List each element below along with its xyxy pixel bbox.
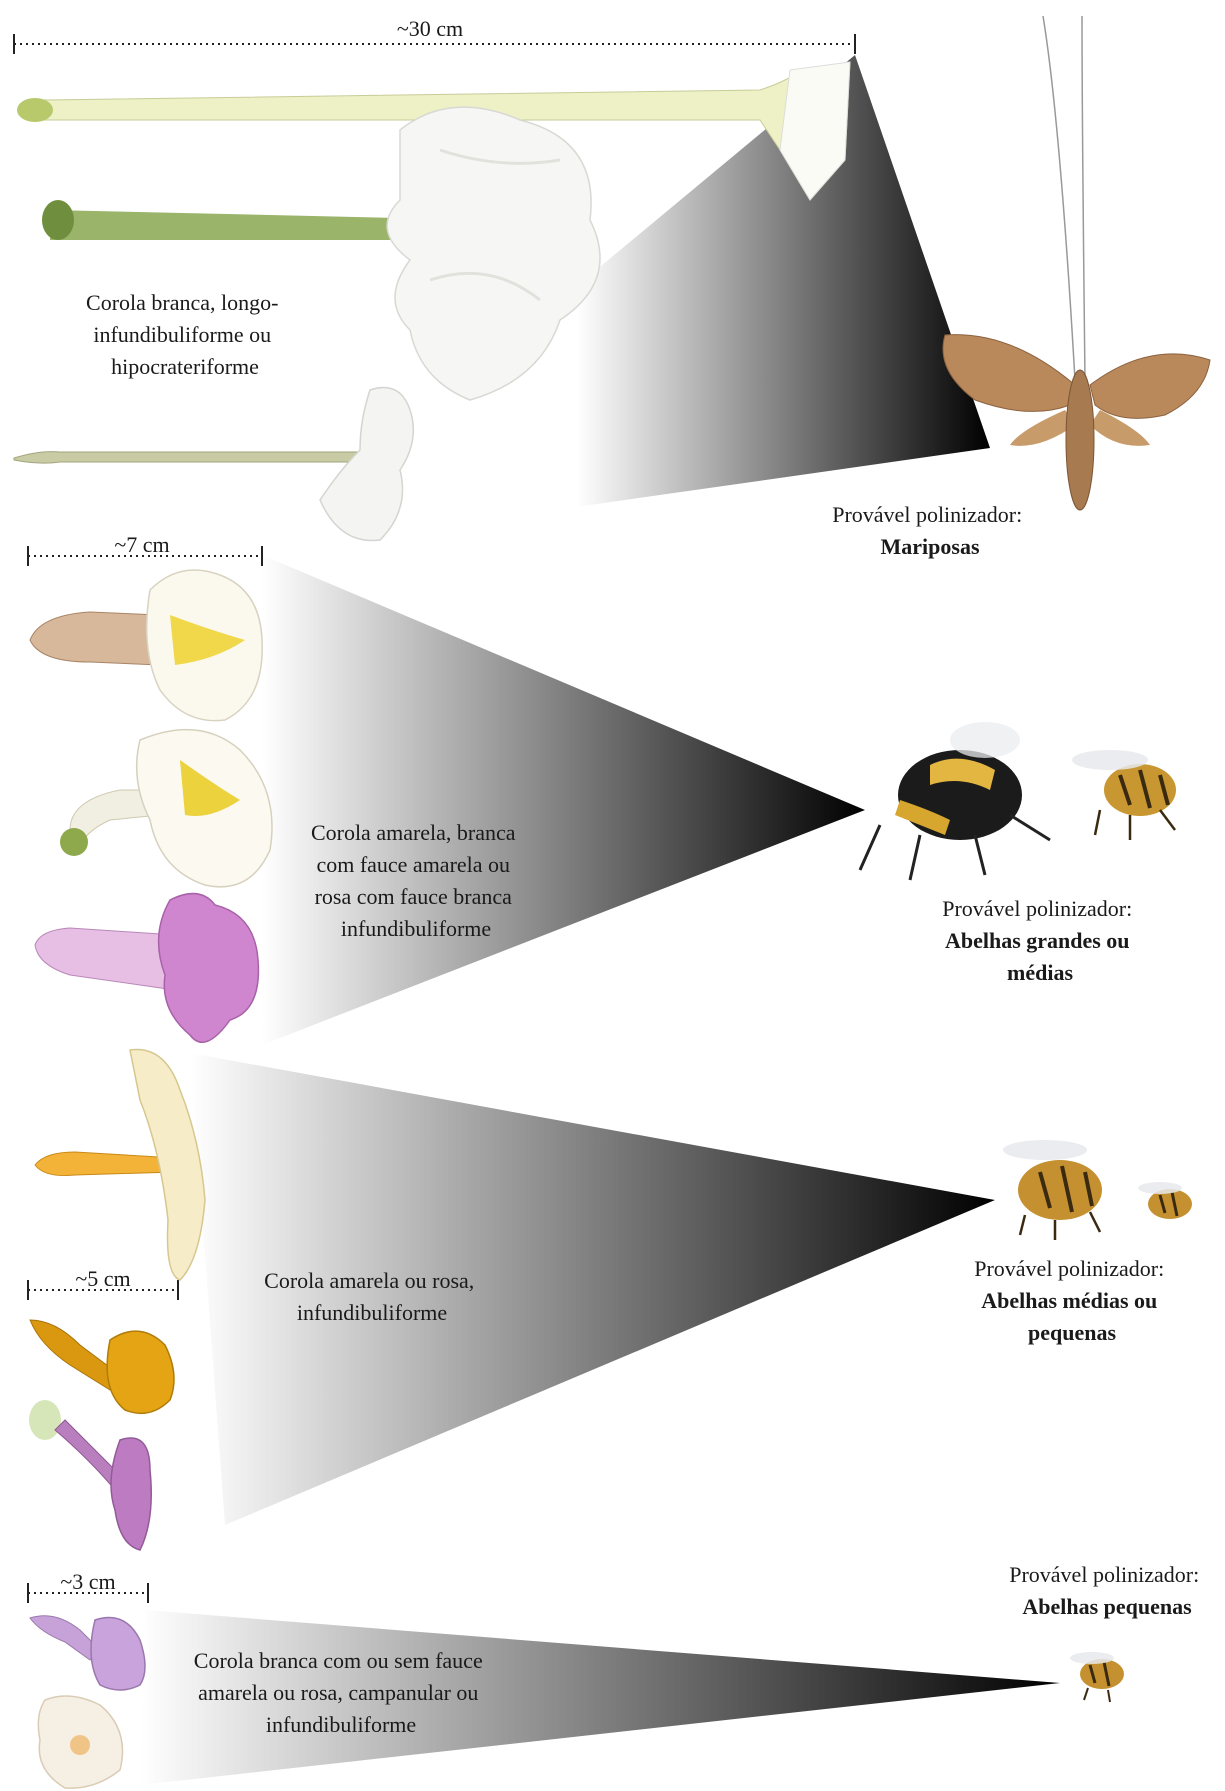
flower-yellow-throat-icon (30, 570, 262, 721)
bee-icon (1072, 750, 1176, 840)
row-2: ~7 cm Corola amarela, branca com fauce a… (28, 532, 1176, 1045)
small-bee-icon (1070, 1652, 1124, 1702)
flower-white-bell-icon (38, 1696, 122, 1788)
scale-bar: ~30 cm (14, 16, 855, 54)
scale-label: ~7 cm (114, 532, 169, 557)
pollinator-caption: Provável polinizador: Abelhas médias ou … (974, 1256, 1170, 1345)
scale-bar: ~3 cm (28, 1569, 148, 1603)
gradient-wedge (262, 555, 865, 1045)
pollinator-caption: Provável polinizador: Abelhas grandes ou… (942, 896, 1138, 985)
row-3: ~5 cm Corola amarela ou rosa, infundibul… (28, 1050, 1192, 1551)
scale-bar: ~5 cm (28, 1266, 178, 1300)
bumblebee-icon (860, 722, 1050, 880)
flower-lilac-icon (30, 1616, 145, 1690)
scale-label: ~3 cm (60, 1569, 115, 1594)
row-4: ~3 cm Corola branca com ou sem fauce ama… (28, 1562, 1205, 1788)
small-bee-icon (1138, 1182, 1192, 1219)
corolla-description: Corola branca, longo- infundibuliforme o… (86, 290, 284, 379)
flower-yellow-tube-icon (35, 1050, 205, 1281)
scale-label: ~5 cm (75, 1266, 130, 1291)
row-1: ~30 cm Corola branca, longo- infundibuli… (14, 16, 1210, 559)
pollinator-caption: Provável polinizador: Abelhas pequenas (1009, 1562, 1205, 1619)
flower-white-yellow-icon (60, 730, 272, 887)
scale-label: ~30 cm (397, 16, 463, 41)
bee-icon (1003, 1140, 1102, 1240)
flower-pink-icon (35, 894, 258, 1043)
flower-white-thin-icon (14, 388, 413, 541)
flower-purple-icon (29, 1400, 151, 1550)
scale-bar: ~7 cm (28, 532, 262, 566)
pollinator-caption: Provável polinizador: Mariposas (832, 502, 1028, 559)
flower-orange-icon (30, 1320, 174, 1413)
